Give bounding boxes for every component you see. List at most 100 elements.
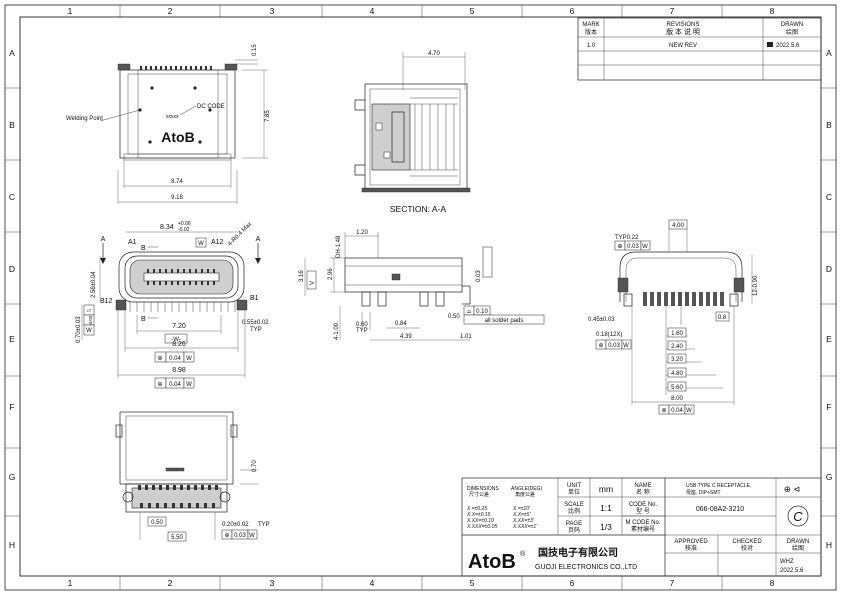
tb-unit-label-cn: 单位 <box>568 488 580 496</box>
fp-pos-symbol-2: ⊕ <box>598 343 603 349</box>
pos-symbol-1: ⊕ <box>157 356 162 362</box>
fp-ref-w-1: W <box>642 244 648 250</box>
pos-symbol-2: ⊕ <box>157 382 162 388</box>
dim-side-003: 0.03 <box>476 270 482 282</box>
top-xxxxx-label: xxxxx <box>166 114 179 120</box>
company-name-en: GUOJI ELECTRONICS CO.,LTD <box>535 564 637 571</box>
tb-ang-head: ANGLE(DEG) <box>511 486 542 492</box>
fp-dim-typ022: TYP0.22 <box>615 235 639 241</box>
fp-dim-004: 0.04 <box>671 408 683 414</box>
grid-col-3-top: 3 <box>270 6 275 16</box>
front-a-right: A <box>256 236 261 243</box>
grid-row-e-right: E <box>826 334 832 344</box>
grid-row-f-left: F <box>9 402 14 412</box>
grid-col-6-bottom: 6 <box>570 578 575 588</box>
tb-drawn-label: DRAWN <box>787 539 809 545</box>
fp-pos-symbol-1: ⊕ <box>617 244 622 250</box>
tb-page-value: 1/3 <box>600 522 612 532</box>
tb-mcode-label: M CODE No. <box>625 520 660 526</box>
dim-front-datum-w: -W- <box>171 337 181 343</box>
fp-dim-560: 5.60 <box>671 385 683 391</box>
bottom-ref-w: W <box>249 533 255 539</box>
front-view: A A A1 A12 B1 B12 B B W 8.34 +0.06 -0.02… <box>76 221 269 389</box>
fp-ref-w-2: W <box>623 343 629 349</box>
company-logo: AtoB <box>468 551 516 573</box>
grid-row-d-right: D <box>826 264 832 274</box>
rev-mark-value: 1.0 <box>587 43 596 49</box>
dim-front-ref-w2: W <box>186 356 192 362</box>
front-a1-label: A1 <box>128 239 137 246</box>
top-dc-code-label: DC CODE <box>197 104 225 110</box>
tb-code-value: 066-08A2-3210 <box>696 506 744 513</box>
tb-checked-label: CHECKED <box>732 539 762 545</box>
tol-symbol-flat: ⏥ <box>87 308 92 314</box>
grid-row-f-right: F <box>826 402 831 412</box>
dim-side-120: 1.20 <box>356 230 368 236</box>
dim-front-834: 8.34 <box>160 224 174 231</box>
front-a-left: A <box>101 236 106 243</box>
front-w-ref: W <box>198 241 204 247</box>
grid-col-7-top: 7 <box>670 6 675 16</box>
dim-section-470: 4.70 <box>428 51 440 57</box>
dim-top-015: 0.15 <box>252 44 258 56</box>
grid-col-8-top: 8 <box>770 6 775 16</box>
dim-side-4100: 4-1.00 <box>334 322 340 340</box>
tb-page-label: PAGE <box>566 521 582 527</box>
tb-checked-label-cn: 校对 <box>741 544 753 552</box>
fp-dim-12090: 12-0.90 <box>753 275 759 296</box>
grid-col-1-top: 1 <box>68 6 73 16</box>
dim-side-ref-v: V <box>310 281 316 285</box>
dim-front-tol-002: 0.02 <box>88 315 93 324</box>
tb-tol-3: X.XXX=±0.05 <box>466 524 497 530</box>
dim-top-918: 9.18 <box>171 195 183 201</box>
tb-drawn-date: 2022.5.6 <box>780 568 804 574</box>
fp-dim-160: 1.60 <box>671 331 683 337</box>
front-b12-label: B12 <box>100 298 113 305</box>
inner-frame <box>19 16 822 577</box>
tb-ang-head-cn: 角度公差 <box>515 491 535 498</box>
rev-drawn-value: 2022.5.6 <box>776 43 800 49</box>
tb-tol-head-cn: 尺寸公差 <box>469 491 489 498</box>
side-view: 1.20 DH-1.48 2.96 3.16 V 0.03 ⌓ 0.10 all… <box>299 230 545 341</box>
tb-drawn-label-cn: 绘图 <box>792 544 804 552</box>
dim-side-010: 0.10 <box>476 309 488 315</box>
top-view: xxxxx DC CODE AtoB Welding Point 0.15 7.… <box>66 44 271 204</box>
rev-desc-value: NEW REV <box>669 43 697 49</box>
dim-top-874: 8.74 <box>171 179 183 185</box>
dim-front-slot: 4-R0.4 Max <box>227 221 253 247</box>
grid-col-1-bottom: 1 <box>68 578 73 588</box>
bottom-dim-550: 5.50 <box>171 535 183 541</box>
tb-name-label-cn: 名 称 <box>636 488 650 496</box>
grid-row-b-right: B <box>826 120 832 130</box>
tb-mcode-label-cn: 素材编号 <box>631 525 655 533</box>
front-b-bottom: B <box>141 316 146 323</box>
tb-ang-1: X.X=±5' <box>512 512 532 518</box>
grid-row-e-left: E <box>9 334 15 344</box>
title-block: DIMENSIONS 尺寸公差 ANGLE(DEG) 角度公差 X.=±0.25… <box>461 477 822 577</box>
fp-dim-480: 4.80 <box>671 371 683 377</box>
fp-pos-symbol-3: ⊕ <box>661 408 666 414</box>
grid-col-6-top: 6 <box>570 6 575 16</box>
section-title: SECTION: A-A <box>390 204 447 214</box>
grid-col-2-bottom: 2 <box>168 578 173 588</box>
grid-row-a-right: A <box>826 48 832 58</box>
rev-mark-header: MARK <box>582 22 599 28</box>
dim-front-720: 7.20 <box>172 323 186 330</box>
grid-col-3-bottom: 3 <box>270 578 275 588</box>
fp-dim-003b: 0.03 <box>608 343 620 349</box>
grid-col-4-bottom: 4 <box>370 578 375 588</box>
tb-code-label: CODE No. <box>629 502 658 508</box>
front-b1-label: B1 <box>250 295 259 302</box>
grid-row-h-right: H <box>826 540 832 550</box>
dim-front-898: 8.98 <box>172 367 186 374</box>
rev-mark-header-cn: 版本 <box>585 28 597 36</box>
welding-point-label: Welding Point <box>66 116 103 122</box>
dim-front-tol-minus: -0.02 <box>178 227 190 233</box>
dim-side-solder-note: all solder pads <box>485 318 524 324</box>
grid-col-4-top: 4 <box>370 6 375 16</box>
rev-title-header: REVISIONS <box>667 22 700 28</box>
grid-col-2-top: 2 <box>168 6 173 16</box>
rev-title-header-cn: 版 本 说 明 <box>666 27 700 36</box>
fp-dim-400: 4.00 <box>672 223 684 229</box>
fp-dim-003: 0.03 <box>627 244 639 250</box>
